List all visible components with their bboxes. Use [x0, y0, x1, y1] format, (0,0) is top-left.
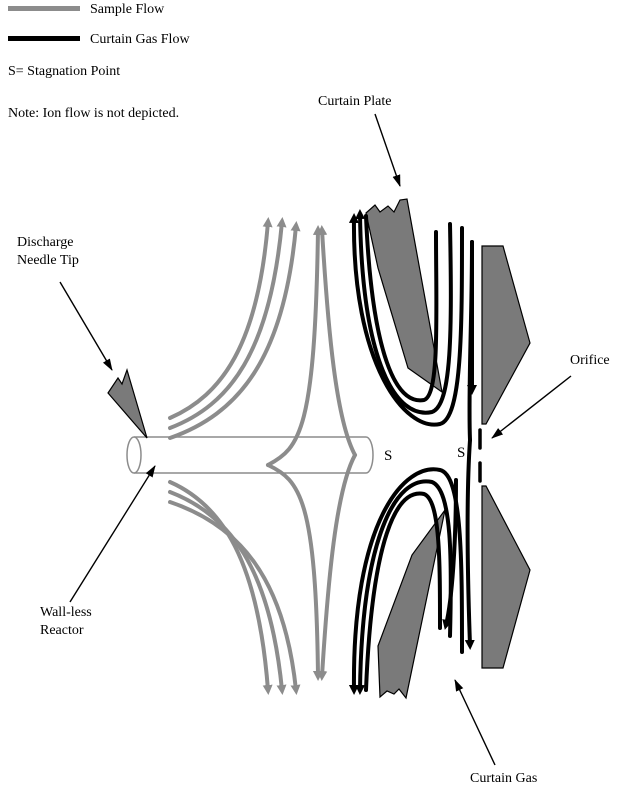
sample-flow-lines: [168, 217, 357, 695]
wall-less-reactor-tube: [126, 436, 374, 474]
sample-flow-legend-label: Sample Flow: [90, 2, 165, 17]
curtain-plate-upper: [365, 198, 443, 394]
note-text: Note: Ion flow is not depicted.: [8, 106, 180, 121]
discharge-needle-tip: [107, 368, 148, 439]
discharge-needle-label-line1: Discharge: [17, 235, 74, 250]
discharge-needle-label-line2: Needle Tip: [17, 253, 79, 268]
wall-less-reactor-label-line2: Reactor: [40, 623, 84, 638]
wall-less-reactor-label-line1: Wall-less: [40, 605, 92, 620]
annotation-arrows: [59, 113, 572, 766]
stagnation-point-right: S: [457, 445, 466, 461]
curtain-gas-flow-legend-swatch: [8, 36, 80, 41]
stagnation-legend: S= Stagnation Point: [8, 64, 121, 79]
curtain-gas-flow-legend-label: Curtain Gas Flow: [90, 32, 190, 47]
curtain-plate-lower: [377, 509, 446, 700]
orifice-plate-upper: [481, 245, 531, 425]
orifice-label: Orifice: [570, 353, 610, 368]
sample-flow-legend-swatch: [8, 6, 80, 11]
curtain-plate-label: Curtain Plate: [318, 94, 392, 109]
curtain-gas-label: Curtain Gas: [470, 771, 538, 786]
orifice-plate-lower: [481, 485, 531, 669]
stagnation-point-left: S: [384, 448, 393, 464]
curtain-gas-flow-lines: [348, 209, 477, 695]
